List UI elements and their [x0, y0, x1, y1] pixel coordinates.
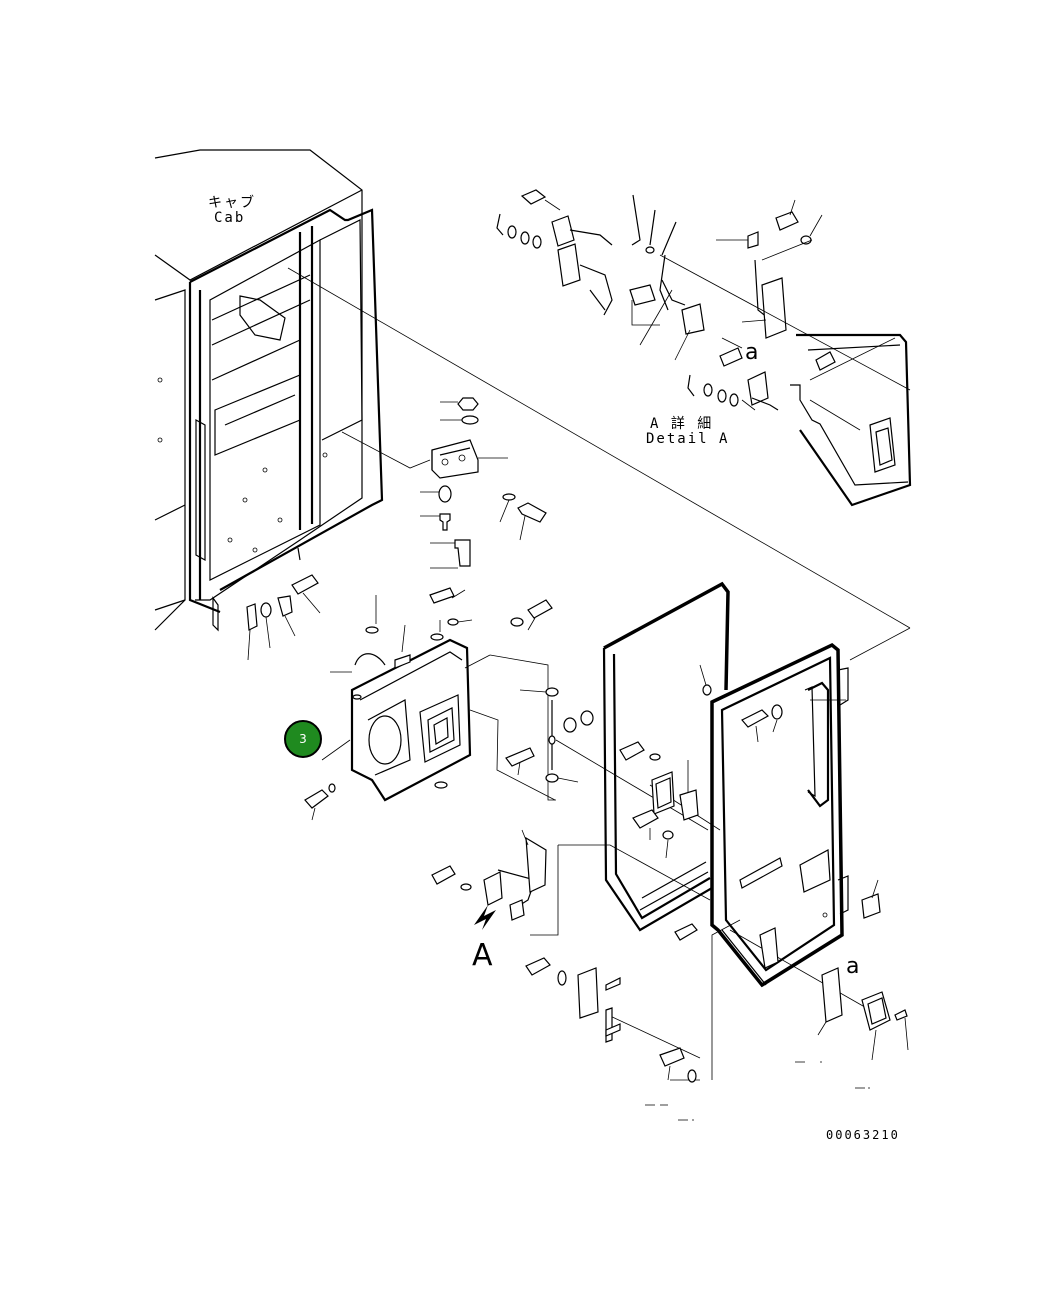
outer-handle-group	[817, 879, 909, 1061]
side-panel-assembly	[304, 587, 473, 821]
view-arrow-icon	[474, 905, 496, 930]
ref-mark-lower: a	[846, 954, 860, 979]
latch-parts	[505, 599, 594, 783]
detail-a-group	[496, 189, 912, 507]
cab-lower-parts	[246, 574, 321, 661]
door-centre-parts	[619, 741, 699, 941]
ref-mark-upper: a	[745, 340, 759, 365]
door-frame-front	[710, 642, 849, 988]
cab-label-jp: キャブ	[208, 195, 256, 211]
door-frame-back	[602, 581, 730, 932]
upper-bracket-group	[420, 397, 547, 569]
callout-3-number: 3	[299, 732, 307, 746]
detail-a-label-jp: A 詳 細	[650, 416, 714, 432]
view-arrow-label: A	[472, 938, 493, 973]
drawing-number: 00063210	[826, 1128, 900, 1142]
cab-frame	[154, 149, 384, 632]
lower-hinge-group	[431, 829, 547, 930]
detail-a-label-en: Detail A	[646, 431, 730, 447]
leader-ticks	[645, 1061, 870, 1121]
lower-parts	[525, 957, 697, 1083]
cab-label-en: Cab	[214, 210, 246, 226]
callout-3[interactable]: 3	[284, 720, 322, 758]
